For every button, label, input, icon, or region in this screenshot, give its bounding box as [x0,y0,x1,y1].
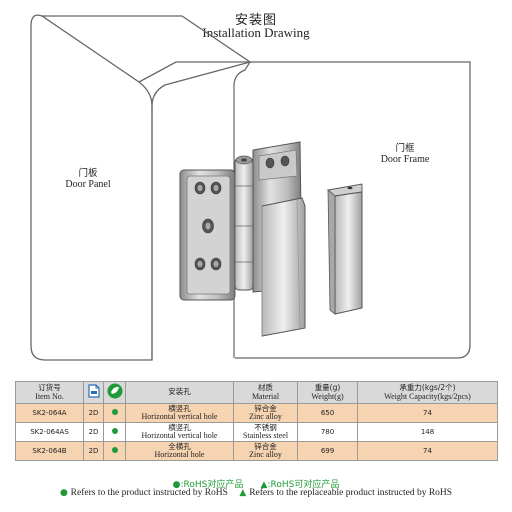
capacity-cell: 74 [357,441,498,461]
capacity-cell: 74 [357,403,498,423]
header-mounting-hole: 安装孔 [125,381,234,404]
door-frame-label-en: Door Frame [380,154,430,165]
header-capacity: 承重力(kgs/2个) Weight Capacity(kgs/2pcs) [357,381,498,404]
door-frame-label: 门框 Door Frame [360,143,450,165]
legend-rohs-en: Refers to the product instructed by RoHS [70,488,228,498]
legend-rohs-replaceable-en: Refers to the replaceable product instru… [249,488,453,498]
rohs-cell [103,403,126,423]
table-header-row: 订货号 Item No. 安装孔 材质 M [15,381,498,404]
header-material: 材质 Material [233,381,298,404]
rohs-cell [103,422,126,442]
2d-drawing-icon [87,384,100,398]
drawing-2d-cell[interactable]: 2D [83,441,104,461]
legend-cn: ●:RoHS对应产品 ▲:RoHS可对应产品 [0,477,512,490]
hinge-left-leaf [179,169,236,301]
rohs-dot-icon [111,446,118,453]
header-item-no: 订货号 Item No. [15,381,84,404]
door-panel-outline [30,14,153,361]
header-2d-drawing [83,381,104,404]
weight-cell: 699 [297,441,358,461]
frame-seam-line [233,61,251,87]
legend-en: ● Refers to the product instructed by Ro… [0,488,512,498]
drawing-2d-cell[interactable]: 2D [83,422,104,442]
door-frame-label-cn: 门框 [395,143,415,154]
item-number: SK2-064B [15,441,84,461]
frame-cover-plate [326,183,363,315]
rohs-dot-icon [111,408,118,415]
spec-table: 订货号 Item No. 安装孔 材质 M [15,381,498,461]
header-rohs [103,381,126,404]
legend-triangle-icon: ▲ [239,488,247,498]
header-weight: 重量(g) Weight(g) [297,381,358,404]
drawing-title-cn: 安装图 [234,13,277,28]
weight-cell: 780 [297,422,358,442]
weight-cell: 650 [297,403,358,423]
rohs-cell [103,441,126,461]
legend-rohs-cn: ●:RoHS对应产品 [172,480,244,490]
rohs-dot-icon [111,427,118,434]
capacity-cell: 148 [357,422,498,442]
item-number: SK2-064AS [15,422,84,442]
drawing-title-en: Installation Drawing [202,25,310,40]
legend-dot-icon: ● [59,488,68,498]
legend-rohs-replaceable-cn: ▲:RoHS可对应产品 [260,480,340,490]
hinge-knuckles [234,155,254,291]
drawing-2d-cell[interactable]: 2D [83,403,104,423]
door-panel-label-cn: 门板 [78,168,98,179]
door-panel-label-en: Door Panel [65,179,111,190]
door-panel-label: 门板 Door Panel [48,168,128,190]
door-frame-outline [151,61,471,359]
rohs-icon [107,383,122,399]
item-number: SK2-064A [15,403,84,423]
